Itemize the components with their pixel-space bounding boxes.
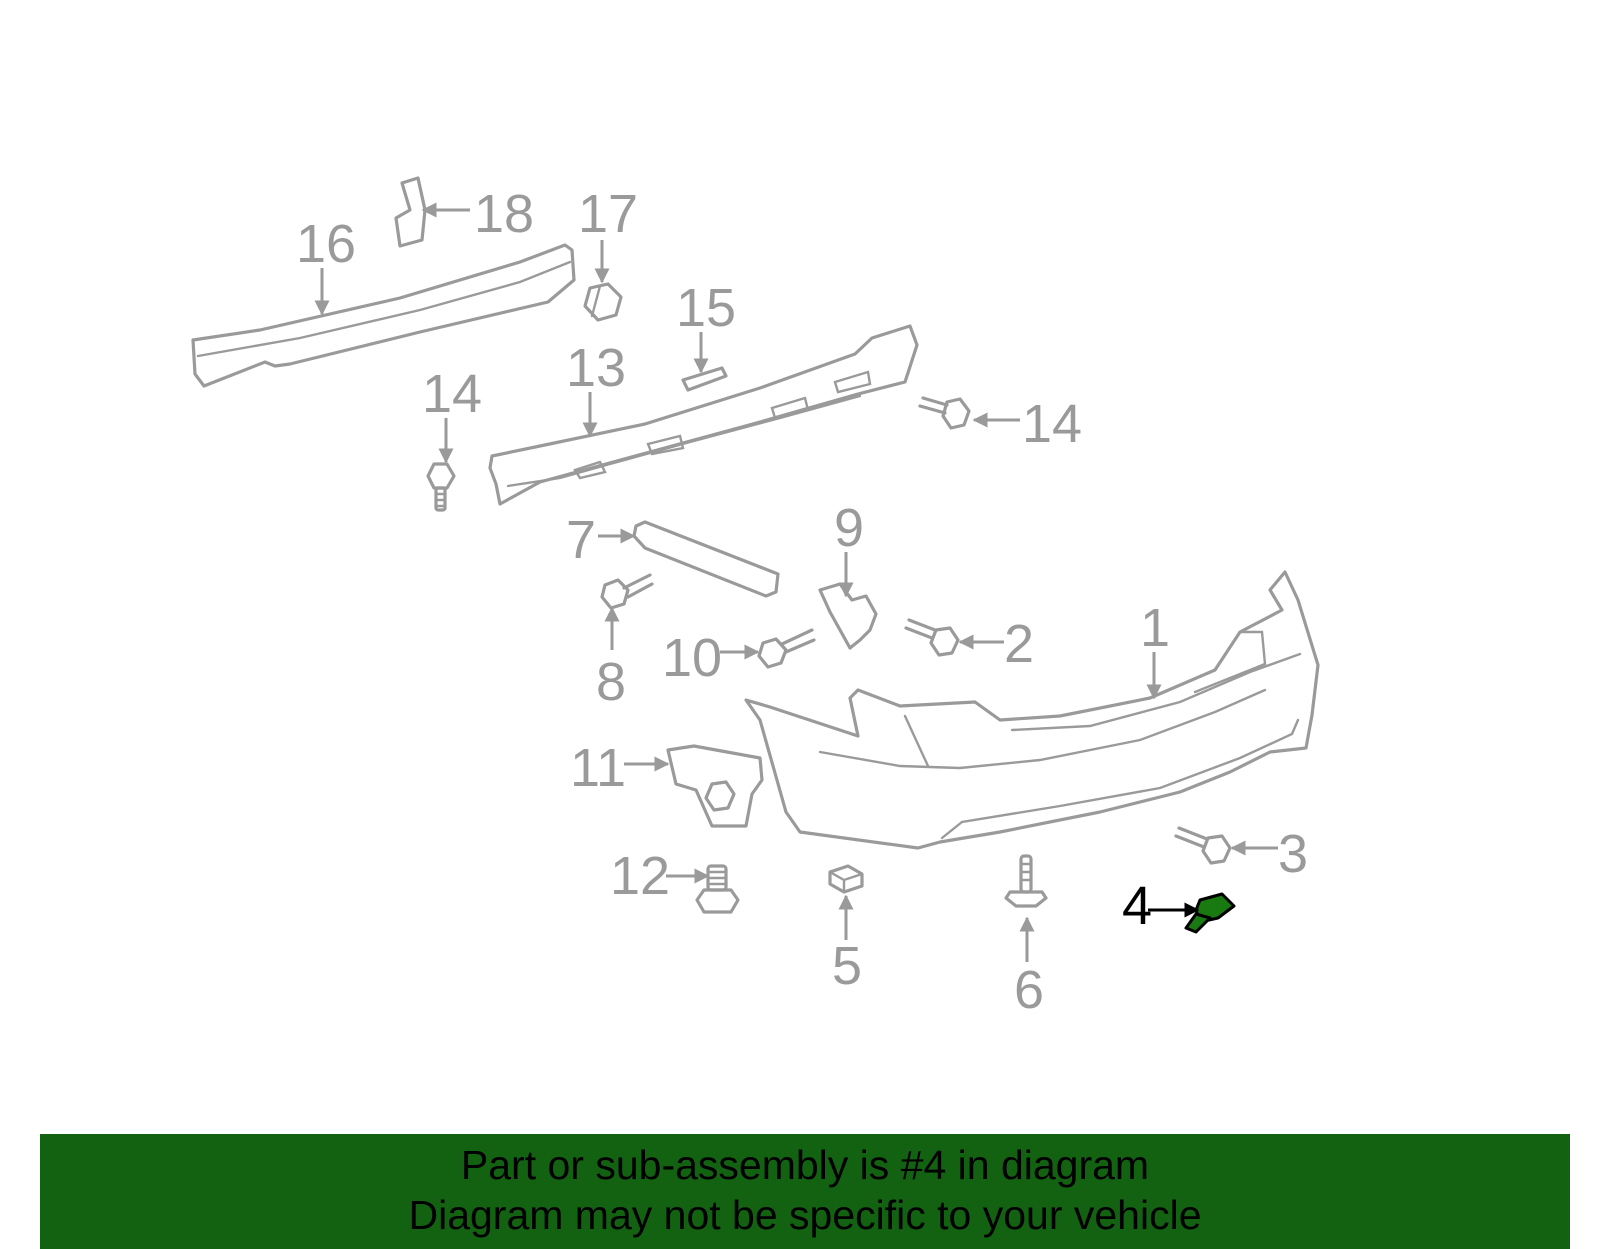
part-1-bumper-cover[interactable] [744, 570, 1320, 850]
callout-11: 11 [570, 738, 626, 798]
callout-14-left: 14 [422, 364, 482, 424]
part-4-clip-highlighted[interactable] [1184, 892, 1236, 934]
callout-17: 17 [578, 184, 638, 244]
info-banner: Part or sub-assembly is #4 in diagram Di… [40, 1134, 1570, 1249]
part-16-reinforcement-bar[interactable] [191, 243, 576, 388]
callout-6: 6 [1014, 960, 1044, 1020]
part-11-bracket[interactable] [666, 744, 764, 828]
callout-labels: 16 18 17 15 13 14 14 7 8 9 10 2 1 11 12 … [296, 184, 1308, 1020]
callout-3: 3 [1278, 824, 1308, 884]
callout-10: 10 [662, 628, 722, 688]
part-12-nut[interactable] [695, 864, 740, 914]
part-15-clip[interactable] [681, 366, 728, 392]
callout-4: 4 [1122, 876, 1152, 936]
leader-arrows [314, 202, 1278, 962]
callout-13: 13 [566, 338, 626, 398]
callout-5: 5 [832, 936, 862, 996]
callout-1: 1 [1140, 598, 1170, 658]
part-6-screw[interactable] [1004, 854, 1048, 908]
callout-14-right: 14 [1022, 394, 1082, 454]
callout-7: 7 [566, 510, 596, 570]
callout-16: 16 [296, 214, 356, 274]
callout-9: 9 [834, 498, 864, 558]
part-10-bolt[interactable] [757, 628, 816, 669]
callout-12: 12 [610, 846, 670, 906]
part-3-bolt[interactable] [1174, 826, 1232, 865]
callout-15: 15 [676, 278, 736, 338]
part-17-nut[interactable] [583, 282, 623, 322]
callout-18: 18 [474, 184, 534, 244]
part-8-bolt[interactable] [600, 573, 654, 610]
part-14-bolt-left[interactable] [426, 462, 456, 512]
part-13-energy-absorber[interactable] [488, 324, 919, 506]
part-2-bolt[interactable] [904, 618, 960, 657]
part-9-bracket[interactable] [818, 582, 878, 650]
banner-line-1: Part or sub-assembly is #4 in diagram [460, 1142, 1150, 1188]
callout-2: 2 [1004, 614, 1034, 674]
part-14-bolt-right[interactable] [918, 396, 971, 430]
banner-line-2: Diagram may not be specific to your vehi… [408, 1192, 1202, 1238]
part-18-bracket[interactable] [394, 176, 427, 248]
callout-8: 8 [596, 652, 626, 712]
part-7-bracket-strip[interactable] [632, 520, 780, 598]
part-5-clip[interactable] [828, 864, 864, 894]
